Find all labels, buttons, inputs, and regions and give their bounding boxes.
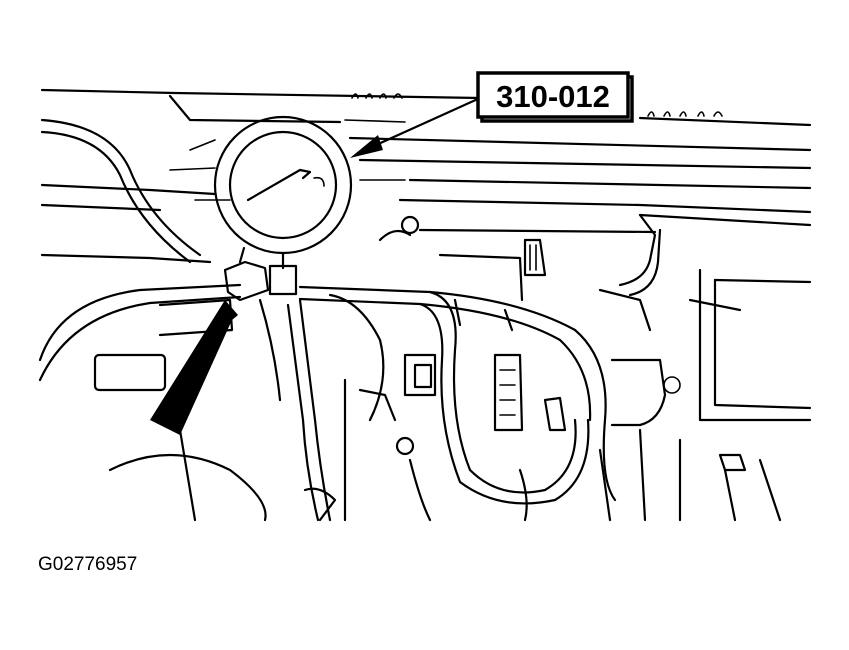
pointer-arrow [150, 300, 238, 435]
lower-engine-parts [93, 298, 528, 522]
callout-leader [350, 96, 482, 158]
figure-id: G02776957 [38, 554, 138, 575]
pressure-gauge [213, 115, 353, 302]
engine-cover-lines [40, 88, 812, 264]
engine-components [378, 213, 812, 522]
fuel-lines [38, 118, 617, 522]
surface-marks [351, 93, 723, 117]
tool-label: 310-012 [496, 79, 610, 114]
tool-label-box: 310-012 [476, 71, 634, 123]
